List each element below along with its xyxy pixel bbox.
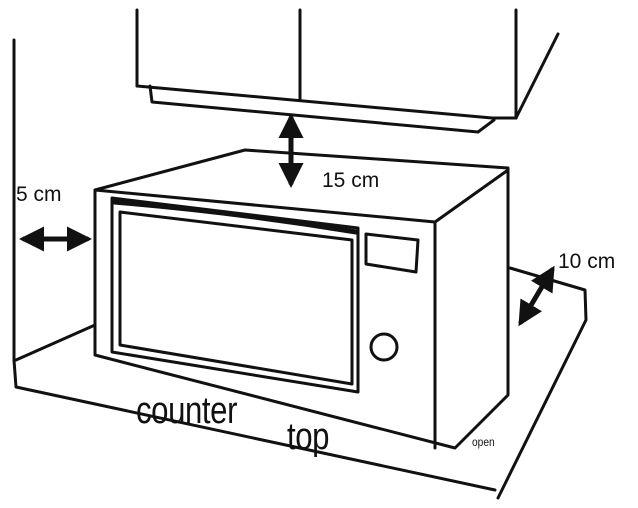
countertop-label-counter: counter <box>136 392 237 430</box>
upper-cabinet <box>137 10 558 132</box>
countertop-label-top: top <box>287 418 329 456</box>
side-clearance-label: 5 cm <box>16 184 62 205</box>
back-clearance-label: 10 cm <box>558 251 615 272</box>
open-side-label: open <box>472 436 495 448</box>
top-clearance-label: 15 cm <box>322 170 379 191</box>
back-clearance-arrow <box>521 270 552 322</box>
